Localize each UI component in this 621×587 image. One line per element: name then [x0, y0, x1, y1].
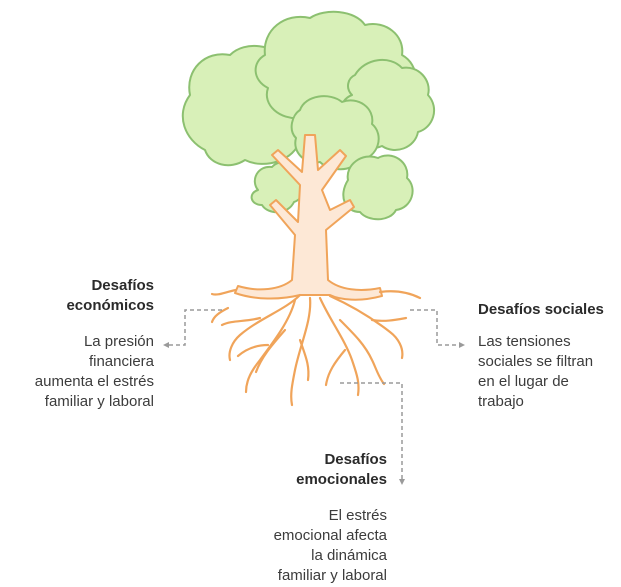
economic-title-line1: Desafíos — [66, 276, 154, 296]
social-challenges-description: Las tensiones sociales se filtran en el … — [478, 332, 593, 412]
social-title: Desafíos sociales — [478, 300, 604, 320]
arrow-economic — [163, 342, 169, 348]
tree-roots — [212, 290, 420, 405]
emotional-challenges-title: Desafíos emocionales — [296, 450, 387, 490]
social-desc-line: Las tensiones — [478, 332, 593, 352]
social-desc-line: sociales se filtran — [478, 352, 593, 372]
emotional-desc-line: la dinámica — [274, 546, 387, 566]
emotional-desc-line: El estrés — [274, 506, 387, 526]
emotional-challenges-description: El estrés emocional afecta la dinámica f… — [274, 506, 387, 586]
social-desc-line: trabajo — [478, 392, 593, 412]
arrow-social — [459, 342, 465, 348]
economic-desc-line: financiera — [35, 352, 154, 372]
economic-desc-line: La presión — [35, 332, 154, 352]
emotional-title-line1: Desafíos — [296, 450, 387, 470]
economic-challenges-title: Desafíos económicos — [66, 276, 154, 316]
emotional-desc-line: familiar y laboral — [274, 566, 387, 586]
emotional-title-line2: emocionales — [296, 470, 387, 490]
social-challenges-title: Desafíos sociales — [478, 300, 604, 320]
economic-desc-line: aumenta el estrés — [35, 372, 154, 392]
social-desc-line: en el lugar de — [478, 372, 593, 392]
connector-economic — [166, 310, 222, 345]
economic-challenges-description: La presión financiera aumenta el estrés … — [35, 332, 154, 412]
foliage-small-right — [343, 155, 412, 219]
economic-title-line2: económicos — [66, 296, 154, 316]
arrow-emotional — [399, 479, 405, 485]
connector-social — [410, 310, 462, 345]
emotional-desc-line: emocional afecta — [274, 526, 387, 546]
economic-desc-line: familiar y laboral — [35, 392, 154, 412]
